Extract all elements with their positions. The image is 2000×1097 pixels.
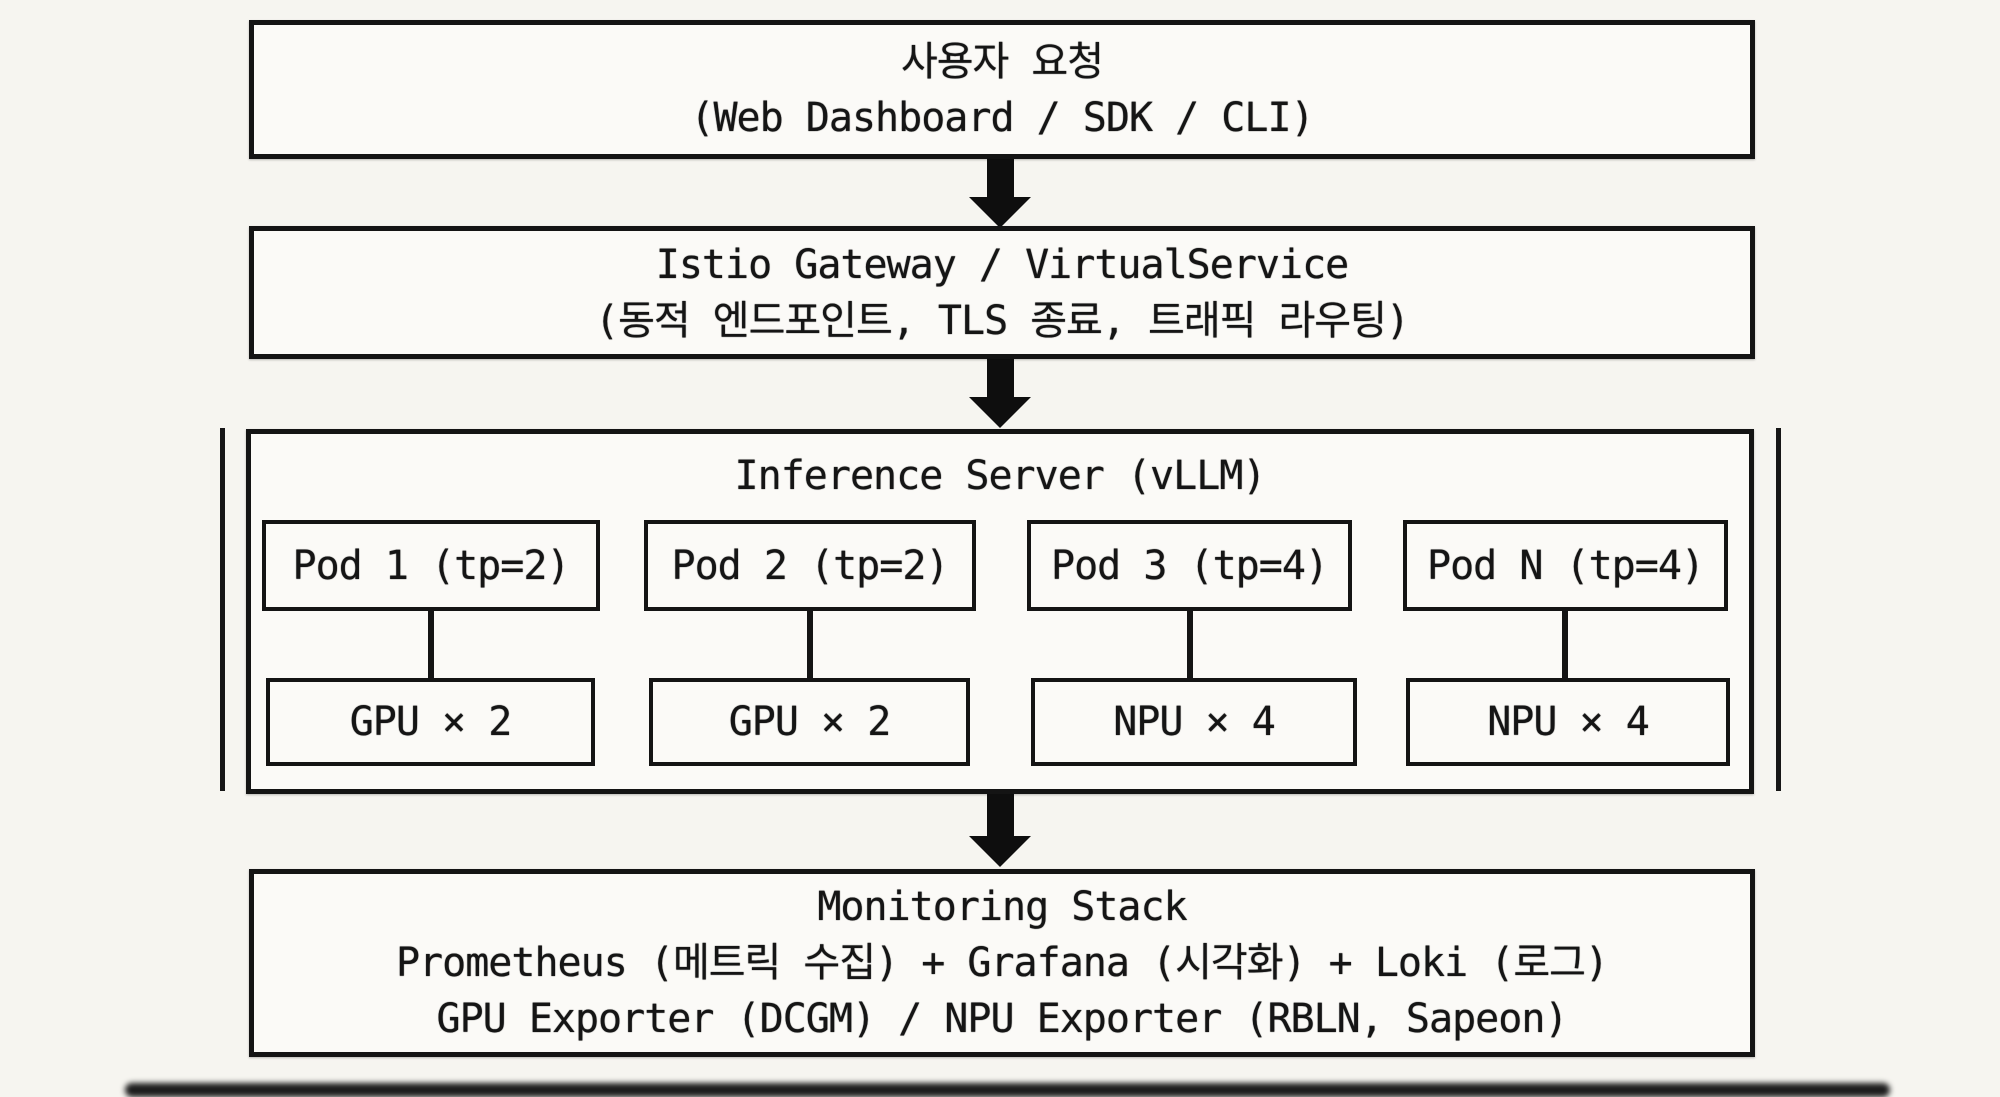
inference-server-title: Inference Server (vLLM) xyxy=(734,453,1267,499)
user-request-box: 사용자 요청 (Web Dashboard / SDK / CLI) xyxy=(249,20,1755,159)
arrow-head-icon xyxy=(969,197,1031,228)
pod-3-accelerator-connector xyxy=(1187,611,1193,678)
monitoring-exporters-line: GPU Exporter (DCGM) / NPU Exporter (RBLN… xyxy=(436,996,1568,1042)
pod-1-box: Pod 1 (tp=2) xyxy=(262,520,600,611)
arrow-shaft xyxy=(986,794,1014,836)
pod-2-accelerator-connector xyxy=(807,611,813,678)
arrow-head-icon xyxy=(969,836,1031,867)
gpu-box-1: GPU × 2 xyxy=(266,678,595,766)
gpu-box-2: GPU × 2 xyxy=(649,678,970,766)
npu-box-1-label: NPU × 4 xyxy=(1113,699,1276,745)
pod-n-accelerator-connector xyxy=(1562,611,1568,678)
user-request-title: 사용자 요청 xyxy=(900,38,1104,85)
right-side-bracket-line xyxy=(1776,428,1781,791)
pod-2-box: Pod 2 (tp=2) xyxy=(644,520,976,611)
inference-server-group: Inference Server (vLLM) Pod 1 (tp=2) Pod… xyxy=(246,429,1754,794)
pod-n-box: Pod N (tp=4) xyxy=(1403,520,1728,611)
down-arrow-2 xyxy=(969,359,1031,428)
istio-gateway-subtitle: (동적 엔드포인트, TLS 종료, 트래픽 라우팅) xyxy=(595,297,1410,344)
pod-2-label: Pod 2 (tp=2) xyxy=(671,542,950,589)
monitoring-tools-line: Prometheus (메트릭 수집) + Grafana (시각화) + Lo… xyxy=(395,940,1609,986)
bottom-edge-artifact xyxy=(125,1083,1890,1097)
arrow-shaft xyxy=(986,359,1014,397)
npu-box-2-label: NPU × 4 xyxy=(1487,699,1650,745)
pod-3-box: Pod 3 (tp=4) xyxy=(1027,520,1352,611)
pod-1-accelerator-connector xyxy=(428,611,434,678)
pod-n-label: Pod N (tp=4) xyxy=(1427,542,1705,589)
down-arrow-1 xyxy=(969,159,1031,228)
user-request-subtitle: (Web Dashboard / SDK / CLI) xyxy=(690,94,1314,141)
npu-box-1: NPU × 4 xyxy=(1031,678,1357,766)
monitoring-stack-box: Monitoring Stack Prometheus (메트릭 수집) + G… xyxy=(249,869,1755,1057)
pod-1-label: Pod 1 (tp=2) xyxy=(292,542,571,589)
arrow-shaft xyxy=(986,159,1014,197)
down-arrow-3 xyxy=(969,794,1031,867)
istio-gateway-box: Istio Gateway / VirtualService (동적 엔드포인트… xyxy=(249,226,1755,359)
arrow-head-icon xyxy=(969,397,1031,428)
istio-gateway-title: Istio Gateway / VirtualService xyxy=(655,241,1349,288)
left-side-bracket-line xyxy=(220,428,225,791)
gpu-box-2-label: GPU × 2 xyxy=(728,699,892,745)
gpu-box-1-label: GPU × 2 xyxy=(349,699,513,745)
pod-3-label: Pod 3 (tp=4) xyxy=(1051,542,1329,589)
monitoring-title: Monitoring Stack xyxy=(817,884,1187,930)
npu-box-2: NPU × 4 xyxy=(1406,678,1730,766)
